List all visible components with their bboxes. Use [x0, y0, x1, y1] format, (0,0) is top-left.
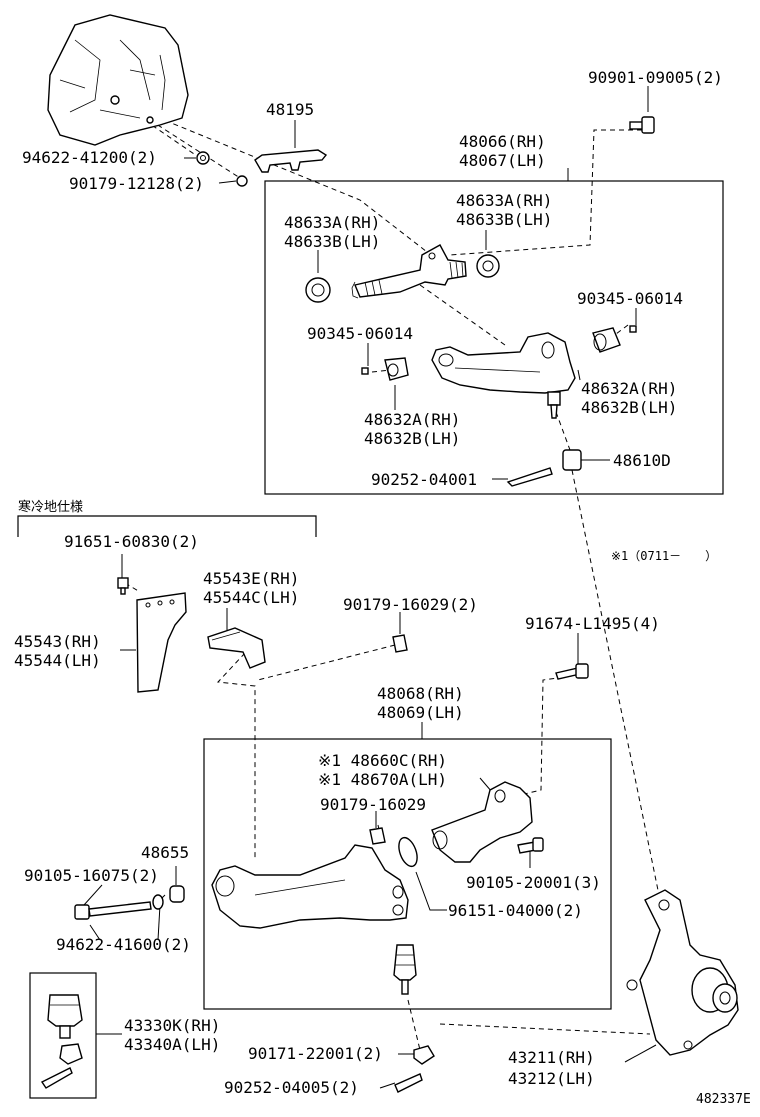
label-43211: 43211(RH) [508, 1048, 595, 1067]
label-90179-16029-2: 90179-16029(2) [343, 595, 478, 614]
shield-45543 [136, 592, 187, 693]
ball-joint-43330k [40, 994, 83, 1089]
nut-90179-16029 [369, 827, 386, 845]
label-91674-l1495: 91674-L1495(4) [525, 614, 660, 633]
label-90252-04005: 90252-04005(2) [224, 1078, 359, 1097]
label-48632a-left: 48632A(RH) [364, 410, 460, 429]
label-45543: 45543(RH) [14, 632, 101, 651]
label-48660c: ※1 48660C(RH) [318, 751, 447, 770]
label-48632b-right: 48632B(LH) [581, 398, 677, 417]
label-90105-16075: 90105-16075(2) [24, 866, 159, 885]
label-91651-60830: 91651-60830(2) [64, 532, 199, 551]
upper-control-arm [431, 332, 576, 419]
cover-45543e [207, 627, 266, 669]
label-90179-12128: 90179-12128(2) [69, 174, 204, 193]
cold-spec-bracket [17, 515, 317, 537]
label-48632a-right: 48632A(RH) [581, 379, 677, 398]
label-48632b-left: 48632B(LH) [364, 429, 460, 448]
bracket-48660c [431, 781, 533, 863]
lower-arm-group-box [203, 738, 612, 1010]
bolt-90105-20001 [517, 837, 544, 854]
label-48633b-left: 48633B(LH) [284, 232, 380, 251]
label-48633a-left: 48633A(RH) [284, 213, 380, 232]
label-48655: 48655 [141, 843, 189, 862]
label-footnote: ※1（0711－ ） [611, 549, 717, 563]
upper-arm-group-box [264, 180, 724, 495]
part-48195-plate [254, 149, 328, 173]
label-90179-16029: 90179-16029 [320, 795, 426, 814]
label-43212: 43212(LH) [508, 1069, 595, 1088]
label-94622-41200: 94622-41200(2) [22, 148, 157, 167]
bushing-48632-left [384, 357, 409, 381]
steering-knuckle-43211 [626, 889, 739, 1056]
label-90345-right: 90345-06014 [577, 289, 683, 308]
cotter-pin-90252-04001 [506, 467, 553, 487]
label-45544: 45544(LH) [14, 651, 101, 670]
ball-joint-inset-box [29, 972, 97, 1099]
bolt-90105-16075 [74, 901, 152, 920]
label-48195: 48195 [266, 100, 314, 119]
label-96151-04000: 96151-04000(2) [448, 901, 583, 920]
nut-90179-16029-top [392, 634, 408, 653]
washer-94622-41600 [152, 894, 164, 910]
lower-control-arm [211, 844, 409, 929]
label-45543e: 45543E(RH) [203, 569, 299, 588]
label-cold-area-spec: 寒冷地仕様 [18, 499, 83, 515]
bushing-48633-right [476, 254, 500, 278]
bushing-48633-left [305, 277, 331, 303]
ring-96151-04000 [398, 836, 418, 868]
callout-labels: 90901-09005(2) 48195 94622-41200(2) 9017… [14, 68, 751, 1107]
label-45544c: 45544C(LH) [203, 588, 299, 607]
label-90171-22001: 90171-22001(2) [248, 1044, 383, 1063]
label-48610d: 48610D [613, 451, 671, 470]
nut-90179-12128 [236, 175, 248, 187]
bolt-91674-l1495 [555, 663, 589, 680]
label-diagram-id: 482337E [696, 1092, 751, 1107]
screw-90345-right [629, 325, 637, 333]
cotter-pin-90252-04005 [394, 1073, 423, 1093]
label-48633a-right: 48633A(RH) [456, 191, 552, 210]
label-43340a: 43340A(LH) [124, 1035, 220, 1054]
label-94622-41600: 94622-41600(2) [56, 935, 191, 954]
label-90252-04001: 90252-04001 [371, 470, 477, 489]
label-48633b-right: 48633B(LH) [456, 210, 552, 229]
washer-94622-41200 [196, 151, 210, 165]
frame-bracket [47, 14, 189, 146]
leader-lines [83, 86, 657, 1089]
screw-90345-left [361, 367, 369, 375]
cap-48610d [562, 449, 582, 471]
label-48069: 48069(LH) [377, 703, 464, 722]
label-48670a: ※1 48670A(LH) [318, 770, 447, 789]
label-90345-left: 90345-06014 [307, 324, 413, 343]
bushing-48632-right [592, 327, 621, 353]
bolt-91651-60830 [117, 577, 129, 595]
bolt-90901-09005 [629, 116, 655, 134]
label-48067: 48067(LH) [459, 151, 546, 170]
nut-90171-22001 [413, 1045, 435, 1065]
label-90105-20001: 90105-20001(3) [466, 873, 601, 892]
ball-joint-lower [393, 944, 417, 995]
bushing-48655 [169, 885, 185, 903]
upper-arm-shaft [351, 244, 467, 299]
label-48068: 48068(RH) [377, 684, 464, 703]
label-90901-09005: 90901-09005(2) [588, 68, 723, 87]
label-43330k: 43330K(RH) [124, 1016, 220, 1035]
label-48066: 48066(RH) [459, 132, 546, 151]
